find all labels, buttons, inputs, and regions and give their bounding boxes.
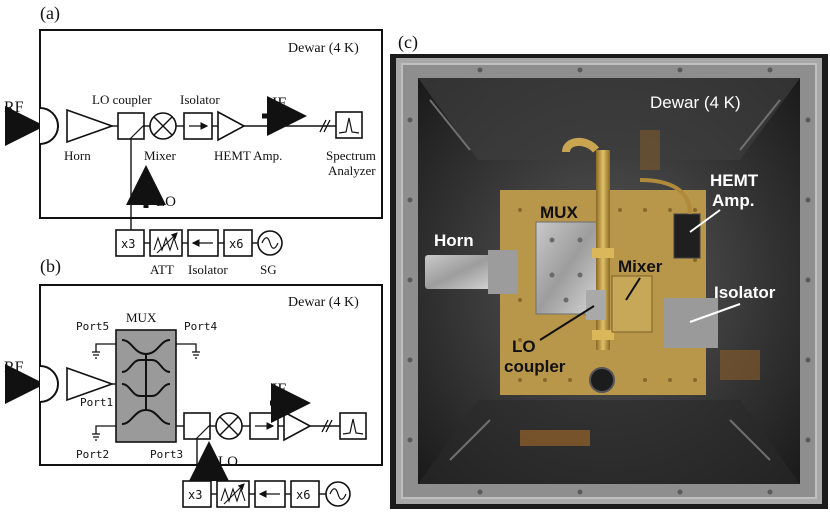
mixer-symbol-b [215, 412, 243, 440]
multiplier-x3-label-a: x3 [121, 237, 135, 251]
multiplier-x3-box-a [115, 229, 145, 257]
hemt-symbol-b [283, 410, 312, 442]
mixer-symbol-a [149, 112, 177, 140]
termination-port5-b [92, 343, 116, 359]
isolator-lo-label-a: Isolator [188, 262, 228, 277]
multiplier-x3-label-b: x3 [188, 488, 202, 502]
cable-break-b2 [325, 419, 333, 433]
port3-label-b: Port3 [150, 448, 183, 461]
mux-label-b: MUX [126, 310, 157, 325]
lo-coupler-box-b [183, 412, 211, 440]
multiplier-x3-box-b [182, 480, 212, 508]
panel-c: (c) [390, 32, 828, 509]
dewar-label-b: Dewar (4 K) [288, 295, 359, 310]
dewar-window-b [39, 365, 59, 403]
photo-hemt-label-1: HEMT [710, 171, 759, 190]
panel-a-tag: (a) [40, 3, 60, 24]
port2-label-b: Port2 [76, 448, 109, 461]
attenuator-symbol-a [149, 229, 183, 257]
spectrum-analyzer-symbol-a [335, 111, 363, 139]
dewar-label-a: Dewar (4 K) [288, 41, 359, 56]
panel-c-tag: (c) [398, 32, 418, 53]
hemt-symbol-a [217, 110, 246, 142]
termination-port4-b [176, 343, 200, 359]
photo-mixer-label: Mixer [618, 257, 663, 276]
if-label-a: IF [272, 95, 286, 112]
dewar-photo [390, 54, 828, 509]
lo-coupler-label-a: LO coupler [92, 92, 152, 107]
dewar-window-a [39, 107, 59, 145]
photo-isolator-label: Isolator [714, 283, 776, 302]
isolator-label-a: Isolator [180, 92, 220, 107]
port4-label-b: Port4 [184, 320, 217, 333]
signal-generator-symbol-b [325, 481, 351, 507]
lo-coupler-diag-b [195, 424, 211, 440]
mixer-leader-line [625, 277, 641, 301]
if-label-b: IF [272, 381, 286, 398]
multiplier-x6-box-a [223, 229, 253, 257]
horn-symbol-b [66, 366, 115, 402]
lo-coupler-diag-a [129, 124, 145, 140]
panel-a: (a) Dewar (4 K) RF Horn LO coupler Mixer… [4, 3, 383, 277]
rf-label-a: RF [4, 99, 24, 116]
multiplier-x6-label-a: x6 [229, 237, 243, 251]
termination-port2-b [92, 425, 116, 441]
spectrum-label-2-a: Analyzer [328, 163, 376, 178]
cable-break-b1 [321, 419, 329, 433]
port1-label-b: Port1 [80, 396, 113, 409]
photo-lo-label-1: LO [512, 337, 536, 356]
mux-waveguide-b [121, 339, 171, 425]
multiplier-x6-label-b: x6 [296, 488, 310, 502]
mixer-label-a: Mixer [144, 148, 176, 163]
hemt-label-a: HEMT Amp. [214, 148, 282, 163]
photo-hemt-label-2: Amp. [712, 191, 755, 210]
attenuator-symbol-b [216, 480, 250, 508]
dewar-box-b [39, 284, 383, 466]
lo-label-b: LO [218, 454, 238, 470]
isolator-leader-line [689, 303, 741, 323]
photo-mux-label: MUX [540, 203, 578, 222]
att-label-a: ATT [150, 262, 174, 277]
cable-break-a1 [319, 119, 327, 133]
spectrum-label-1-a: Spectrum [326, 148, 376, 163]
signal-generator-symbol-a [257, 230, 283, 256]
sg-label-a: SG [260, 262, 277, 277]
port5-label-b: Port5 [76, 320, 109, 333]
spectrum-analyzer-symbol-b [339, 412, 367, 440]
photo-horn-label: Horn [434, 231, 474, 250]
photo-dewar-label: Dewar (4 K) [650, 93, 741, 112]
cable-break-a2 [323, 119, 331, 133]
lo-label-a: LO [156, 194, 176, 210]
lo-coupler-box-a [117, 112, 145, 140]
panel-b-tag: (b) [40, 256, 61, 277]
horn-symbol-a [66, 108, 115, 144]
lo-coupler-leader-line [539, 305, 595, 341]
multiplier-x6-box-b [290, 480, 320, 508]
photo-lo-label-2: coupler [504, 357, 566, 376]
horn-label-a: Horn [64, 148, 91, 163]
rf-label-b: RF [4, 359, 24, 376]
panel-b: (b) Dewar (4 K) RF MUX Port5 Port4 Port1… [4, 256, 383, 508]
hemt-leader-line [689, 209, 721, 233]
